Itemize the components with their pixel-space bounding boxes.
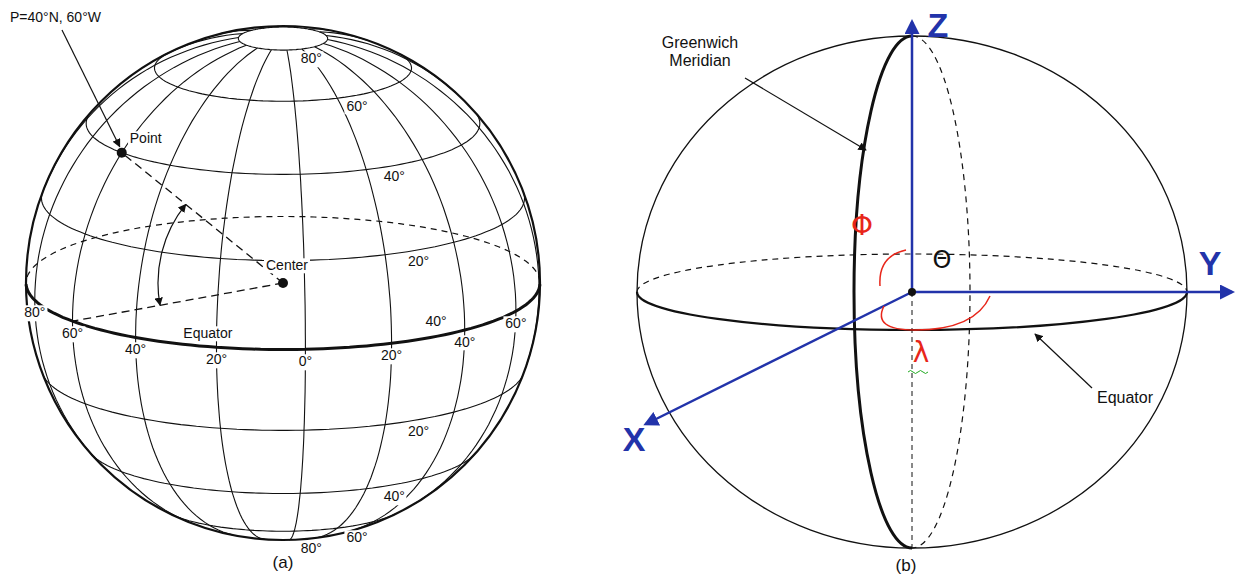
- axis-label: Y: [1199, 245, 1222, 282]
- latitude-label: 20°: [406, 254, 431, 269]
- z-axis: [911, 22, 914, 292]
- longitude-label: 40°: [452, 335, 477, 350]
- longitude-label: 60°: [503, 316, 528, 331]
- equator-front: [637, 292, 1187, 330]
- latitude-label: 80°: [299, 541, 324, 556]
- point-label: Point: [128, 131, 164, 146]
- longitude-label: 40°: [123, 343, 148, 358]
- longitude-label: 0°: [297, 355, 314, 370]
- point-coordinates: P=40°N, 60°W: [8, 10, 103, 25]
- latitude-label: 40°: [382, 490, 407, 505]
- latitude-label: 60°: [344, 99, 369, 114]
- leader-arrow: [745, 78, 866, 150]
- axis-label: X: [623, 421, 646, 458]
- longitude-label: 60°: [60, 326, 85, 341]
- equator-label: Equator: [1097, 389, 1153, 407]
- radius-line: [72, 283, 283, 321]
- center-dot: [278, 278, 288, 288]
- origin-dot: [908, 288, 916, 296]
- latitude-label: 80°: [299, 52, 324, 67]
- parallel-line: [91, 454, 475, 494]
- longitude-label: 80°: [22, 306, 47, 321]
- greenwich-meridian: [854, 36, 912, 548]
- panel-caption: (a): [273, 554, 294, 573]
- meridian-line: [73, 45, 247, 523]
- y-axis: [912, 291, 1232, 294]
- angle-symbol: λ: [913, 338, 930, 369]
- equator-back: [26, 217, 261, 282]
- meridian-line: [42, 38, 238, 193]
- parallel-line: [42, 193, 525, 261]
- meridian-line: [326, 36, 455, 93]
- meridian-label: Greenwich Meridian: [645, 34, 755, 69]
- meridian-line: [323, 43, 516, 504]
- longitude-label: 20°: [204, 353, 229, 368]
- meridian-line: [217, 50, 272, 540]
- equator-label: Equator: [181, 326, 234, 341]
- parallel-line: [43, 376, 522, 431]
- angle-arc: [158, 204, 186, 305]
- lambda-arc: [881, 296, 990, 330]
- point-dot: [117, 148, 127, 158]
- equator-back: [261, 217, 540, 282]
- leader-arrow: [62, 30, 120, 147]
- angle-symbol: Θ: [933, 247, 952, 273]
- meridian-line: [287, 50, 306, 540]
- latitude-label: 20°: [406, 425, 431, 440]
- radius-line: [122, 153, 283, 283]
- axis-label: Z: [928, 7, 949, 44]
- meridian-line: [302, 49, 392, 538]
- meridian-line: [35, 42, 240, 468]
- parallel-line: [155, 53, 412, 101]
- x-axis: [646, 292, 912, 424]
- parallel-line: [171, 514, 396, 531]
- globe-illustration: [0, 0, 620, 581]
- longitude-label: 20°: [379, 349, 404, 364]
- center-label: Center: [264, 258, 310, 273]
- parallel-line: [238, 27, 327, 50]
- meridian-line: [315, 47, 465, 531]
- wavy-underline: [908, 371, 928, 374]
- angle-symbol: Φ: [851, 211, 873, 242]
- meridian-line: [328, 40, 540, 366]
- panel-caption: (b): [896, 557, 917, 576]
- leader-arrow: [1035, 334, 1092, 388]
- parallel-line: [86, 114, 480, 175]
- angle-label: 40°: [423, 314, 448, 329]
- latitude-label: 40°: [382, 169, 407, 184]
- globe-outline: [26, 26, 540, 540]
- latitude-label: 60°: [344, 530, 369, 545]
- phi-arc: [880, 250, 906, 286]
